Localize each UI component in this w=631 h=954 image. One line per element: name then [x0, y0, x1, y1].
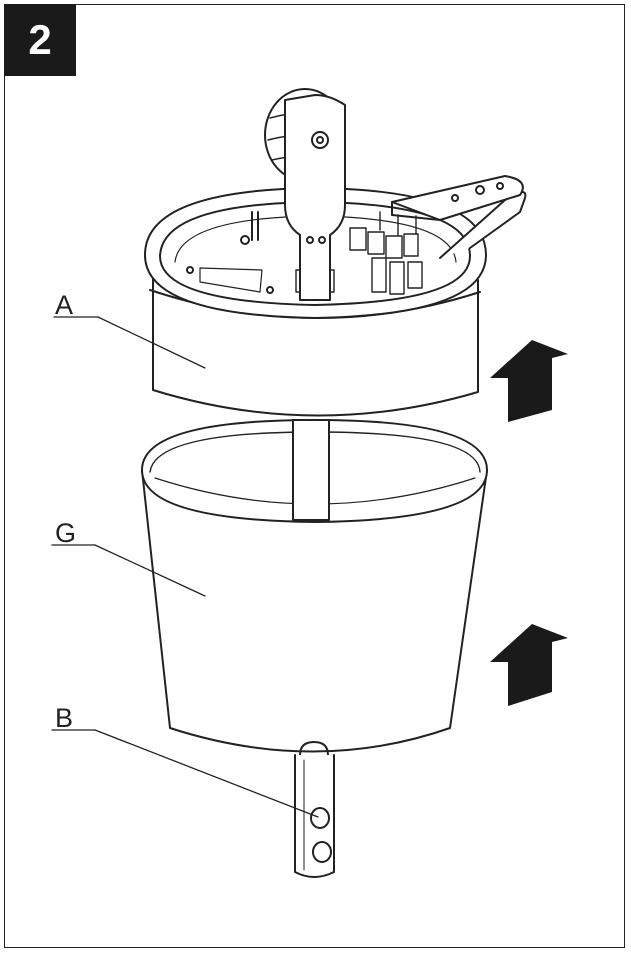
label-a: A — [55, 290, 74, 320]
part-g-cover — [141, 419, 488, 756]
leader-lines — [51, 316, 319, 818]
up-arrow-icon — [490, 340, 568, 422]
label-b: B — [55, 703, 74, 733]
label-g: G — [55, 518, 77, 548]
diagram-frame — [4, 4, 625, 948]
part-a-canopy — [144, 175, 527, 417]
up-arrow-icon — [490, 624, 568, 706]
hanger-joint — [264, 88, 346, 301]
step-number-badge: 2 — [4, 4, 76, 76]
